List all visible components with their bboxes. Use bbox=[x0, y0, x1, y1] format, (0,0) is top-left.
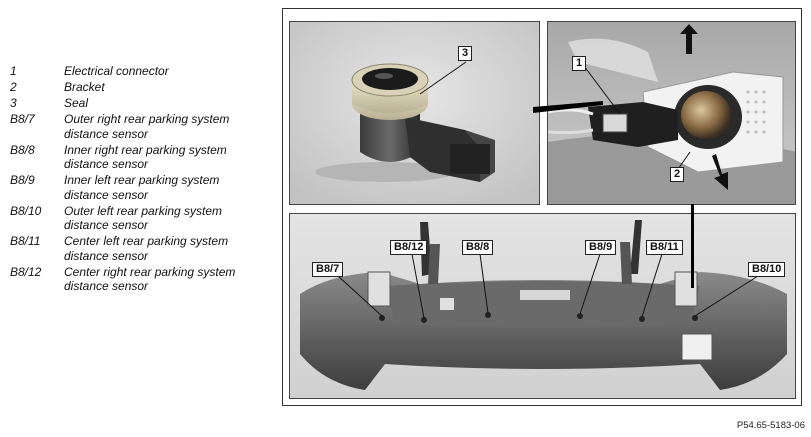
sensor-illustration bbox=[290, 22, 539, 204]
figure-frame: 3 bbox=[282, 8, 802, 406]
arrow-down-icon bbox=[712, 154, 728, 190]
callout-b8-12: B8/12 bbox=[390, 240, 428, 255]
bumper-overview-panel: B8/7 B8/12 B8/8 B8/9 B8/11 B8/10 bbox=[289, 213, 796, 399]
figure-id: P54.65-5183-06 bbox=[736, 420, 805, 431]
bracket-hole-pattern bbox=[746, 90, 766, 134]
callout-b8-7: B8/7 bbox=[312, 262, 344, 277]
callout-b8-10: B8/10 bbox=[748, 262, 786, 277]
connector-photo-panel: 1 2 bbox=[547, 21, 796, 205]
panel-connector-lines bbox=[533, 101, 694, 288]
bumper-illustration bbox=[290, 214, 795, 398]
arrow-up-icon bbox=[680, 24, 698, 54]
callout-seal: 3 bbox=[458, 46, 473, 61]
sensor-photo-panel: 3 bbox=[289, 21, 540, 205]
callout-connector: 1 bbox=[572, 56, 587, 71]
callout-b8-8: B8/8 bbox=[462, 240, 494, 255]
callout-bracket: 2 bbox=[670, 167, 685, 182]
callout-b8-11: B8/11 bbox=[646, 240, 683, 255]
callout-b8-9: B8/9 bbox=[585, 240, 617, 255]
